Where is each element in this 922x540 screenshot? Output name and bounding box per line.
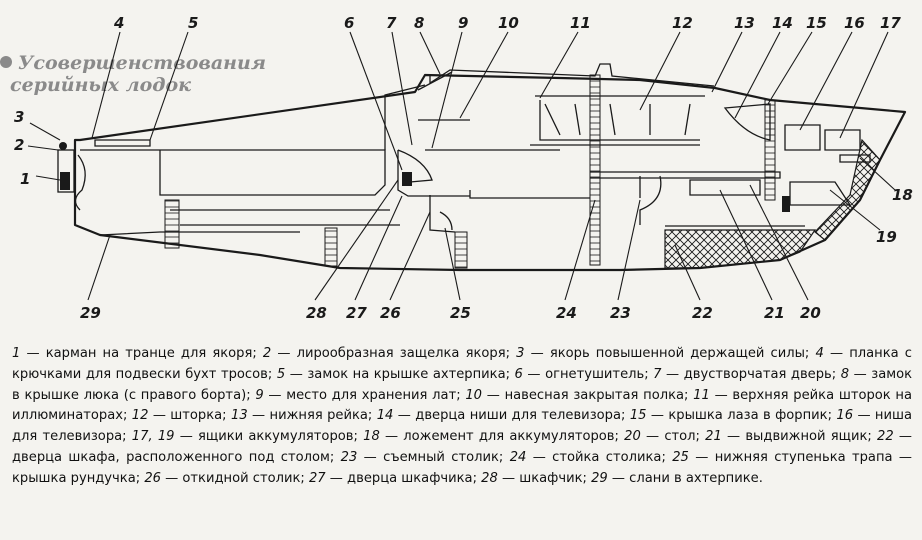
- callout-29: 29: [80, 304, 101, 322]
- legend-number: 18: [363, 429, 380, 445]
- legend-number: 24: [509, 449, 527, 465]
- forepeak: [723, 99, 881, 241]
- legend-text: — съемный столик;: [357, 449, 510, 465]
- legend-text: — крышка лаза в форпик;: [646, 408, 837, 424]
- callout-14: 14: [772, 14, 793, 32]
- legend-number: 4: [815, 346, 824, 361]
- legend-number: 20: [624, 429, 641, 445]
- legend-text: — шторка;: [148, 408, 231, 424]
- callout-8: 8: [414, 14, 424, 32]
- callout-16: 16: [844, 14, 865, 32]
- legend-number: 3: [516, 346, 525, 361]
- legend-text: — ложемент для аккумуляторов;: [379, 429, 625, 445]
- callout-1: 1: [20, 170, 30, 188]
- callout-12: 12: [672, 14, 693, 32]
- legend-caption: 1 — карман на транце для якоря; 2 — лиро…: [12, 344, 912, 490]
- legend-number: 29: [591, 470, 608, 486]
- callout-20: 20: [800, 304, 821, 322]
- callout-4: 4: [113, 14, 124, 32]
- legend-text: — замок в крышке люка (с правого борта);: [12, 366, 913, 403]
- callout-11: 11: [570, 14, 591, 32]
- legend-text: — лирообразная защелка якоря;: [271, 346, 517, 361]
- legend-number: 10: [465, 387, 483, 403]
- callout-3: 3: [14, 108, 24, 126]
- callout-25: 25: [450, 304, 471, 322]
- legend-text: — дверца ниши для телевизора;: [393, 408, 630, 424]
- legend-number: 22: [877, 429, 894, 445]
- callout-24: 24: [556, 304, 577, 322]
- legend-number: 11: [693, 387, 710, 403]
- legend-text: — ящики аккумуляторов;: [174, 429, 364, 445]
- legend-number: 5: [276, 366, 286, 382]
- legend-number: 17, 19: [131, 429, 175, 445]
- legend-text: — стол;: [640, 429, 706, 445]
- callout-18: 18: [892, 186, 913, 204]
- legend-text: — откидной столик;: [160, 470, 309, 486]
- legend-number: 7: [653, 366, 662, 382]
- boat-section-diagram: 1 2 3 4 5 6 7 8 9 10 11 12 13 14 15 16 1…: [14, 14, 913, 322]
- legend-number: 16: [836, 408, 854, 424]
- legend-number: 28: [481, 470, 498, 486]
- callout-7: 7: [386, 14, 397, 32]
- legend-number: 15: [629, 408, 647, 424]
- legend-text: — место для хранения лат;: [263, 387, 466, 403]
- callout-15: 15: [806, 14, 827, 32]
- callout-21: 21: [764, 304, 785, 322]
- legend-text: — шкафчик;: [497, 470, 592, 486]
- heading-line-2: серийных лодок: [10, 74, 192, 96]
- legend-text: — навесная закрытая полка;: [482, 387, 694, 403]
- aft-peak: [80, 139, 400, 267]
- legend-number: 27: [308, 470, 326, 486]
- legend-number: 25: [672, 449, 689, 465]
- legend-number: 21: [705, 429, 722, 445]
- legend-text: — замок на крышке ахтерпика;: [285, 366, 515, 382]
- legend-text: — дверца шкафчика;: [325, 470, 482, 486]
- transom-anchor: [57, 142, 86, 211]
- legend-number: 13: [230, 408, 248, 424]
- legend-text: — планка с крючками для подвески бухт тр…: [12, 346, 912, 382]
- callout-23: 23: [610, 304, 631, 322]
- legend-number: 14: [376, 408, 394, 424]
- legend-number: 9: [255, 387, 264, 403]
- bullet-icon: [0, 56, 12, 68]
- legend-text: — стойка столика;: [526, 449, 673, 465]
- saloon-windows: [530, 74, 705, 266]
- legend-number: 23: [340, 449, 358, 465]
- callout-26: 26: [380, 304, 401, 322]
- legend-text: — карман на транце для якоря;: [20, 346, 263, 361]
- legend-text: — двустворчатая дверь;: [661, 366, 841, 382]
- heading-line-1: Усовершенствования: [18, 52, 266, 74]
- callout-19: 19: [876, 228, 897, 246]
- callout-17: 17: [880, 14, 901, 32]
- legend-number: 2: [262, 346, 272, 361]
- legend-text: — слани в ахтерпике.: [607, 470, 763, 486]
- legend-number: 26: [144, 470, 161, 486]
- callout-28: 28: [306, 304, 327, 322]
- legend-text: — верхняя рейка шторок на иллюминаторах;: [12, 387, 913, 424]
- callout-5: 5: [188, 14, 198, 32]
- section-heading: Усовершенствования серийных лодок: [0, 52, 266, 96]
- companionway: [384, 84, 590, 269]
- callout-6: 6: [344, 14, 354, 32]
- callout-13: 13: [734, 14, 755, 32]
- legend-number: 1: [12, 346, 21, 361]
- legend-text: — нижняя рейка;: [247, 408, 377, 424]
- callout-10: 10: [498, 14, 519, 32]
- legend-text: — огнетушитель;: [522, 366, 654, 382]
- callout-22: 22: [692, 304, 713, 322]
- callout-numbers: 1 2 3 4 5 6 7 8 9 10 11 12 13 14 15 16 1…: [14, 14, 913, 322]
- saloon-table: [590, 171, 817, 269]
- callout-27: 27: [346, 304, 367, 322]
- callout-9: 9: [458, 14, 468, 32]
- legend-number: 8: [840, 366, 850, 382]
- legend-text: — нижняя ступенька трапа — крышка рундуч…: [12, 449, 912, 486]
- legend-number: 6: [514, 366, 523, 382]
- legend-text: — якорь повышенной держащей силы;: [524, 346, 816, 361]
- legend-number: 12: [131, 408, 149, 424]
- legend-text: — ниша для телевизора;: [12, 408, 913, 445]
- legend-text: — дверца шкафа, расположенного под столо…: [12, 429, 912, 465]
- callout-2: 2: [14, 136, 24, 154]
- legend-text: — выдвижной ящик;: [721, 429, 878, 445]
- leader-lines: [27, 31, 896, 301]
